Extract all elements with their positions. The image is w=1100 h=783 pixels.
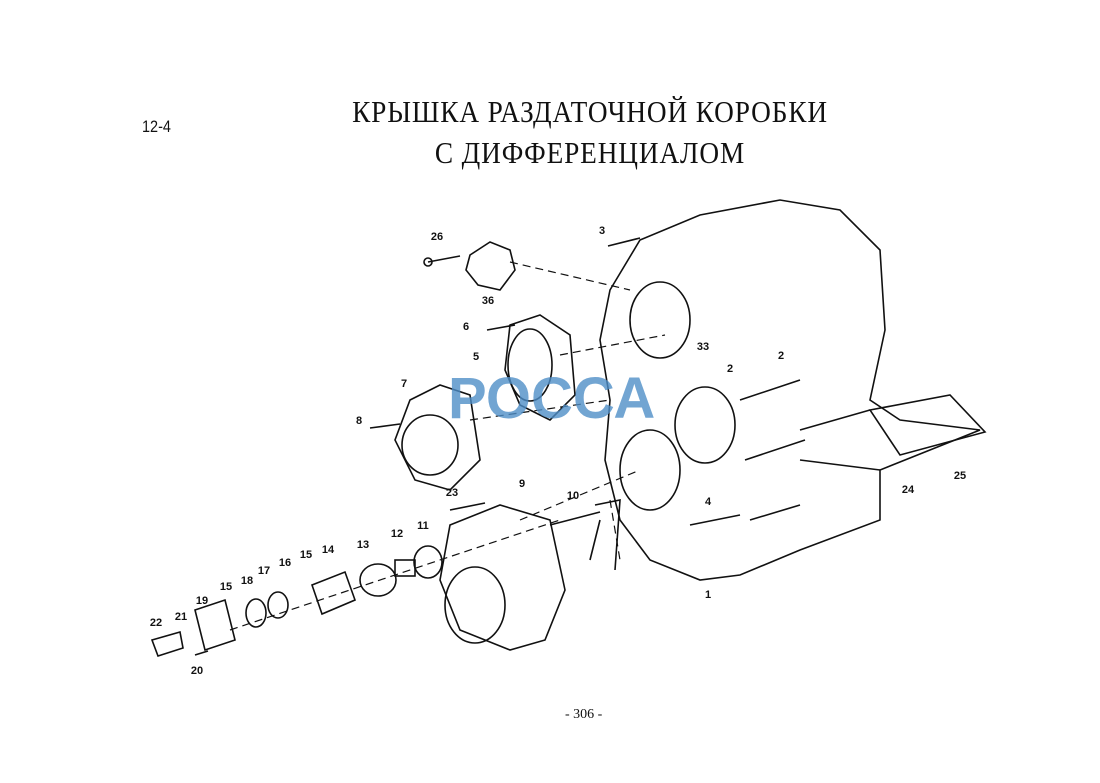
callout-25: 25 [954,470,966,482]
bolt-26 [427,255,461,263]
callout-36: 36 [482,295,494,307]
part-11-disc [413,545,443,579]
callout-12: 12 [391,528,403,540]
cover-plate-24 [868,394,987,456]
callout-6: 6 [463,321,469,333]
part-12-pin [394,559,416,577]
part-5-bearing-flange [504,314,576,421]
watermark-text: РОССА [448,366,655,431]
callout-18: 18 [241,575,253,587]
callout-15: 15 [220,581,232,593]
page-number: - 306 - [565,707,603,722]
part-17-ring [267,591,289,619]
callout-3: 3 [599,225,605,237]
callout-33: 33 [697,341,709,353]
shaft-10 [549,499,621,571]
part-36-bracket [465,241,516,291]
section-number: 12-4 [142,117,171,136]
callout-1: 1 [705,589,711,601]
callout-26: 26 [431,231,443,243]
part-18-ring [245,598,267,628]
callout-5: 5 [473,351,479,363]
part-14-sleeve [310,570,357,616]
callout-20: 20 [191,665,203,677]
callout-23: 23 [446,487,458,499]
bolt-26-head [423,257,433,267]
callout-9: 9 [519,478,525,490]
callout-22: 22 [150,617,162,629]
callout-4: 4 [705,496,712,508]
callout-16: 16 [279,557,291,569]
bolt-23 [449,502,486,511]
bolt-6 [486,324,516,331]
housing-ribs [739,379,881,521]
callout-17: 17 [258,565,270,577]
page-title-line2: С ДИФФЕРЕНЦИАЛОМ [434,135,746,170]
bolt-20 [194,650,209,656]
bolt-4 [689,514,741,526]
callout-2: 2 [778,350,784,362]
housing-bore-middle [674,386,736,464]
callout-19: 19 [196,595,208,607]
part-5-bore [507,328,553,402]
part-22-valve [150,630,184,657]
callout-24: 24 [902,484,915,496]
housing-bore-lower [619,429,681,511]
part-9-bore [444,566,506,644]
callout-2: 2 [727,363,733,375]
callout-15: 15 [300,549,312,561]
callout-7: 7 [401,378,407,390]
housing-bore-upper [629,281,691,359]
bolt-8 [369,423,401,429]
page-title-line1: КРЫШКА РАЗДАТОЧНОЙ КОРОБКИ [352,94,828,129]
bolt-3 [607,237,641,247]
callout-10: 10 [567,490,579,502]
callout-13: 13 [357,539,369,551]
assembly-lines [229,261,666,631]
callout-8: 8 [356,415,362,427]
part-7-dome [401,414,459,476]
part-13-spring [359,563,397,597]
callout-11: 11 [417,520,429,532]
part-19-flange [194,598,236,652]
callout-14: 14 [322,544,335,556]
callout-21: 21 [175,611,187,623]
part-7-cover [394,384,481,491]
part-9-diff-housing [439,504,566,651]
